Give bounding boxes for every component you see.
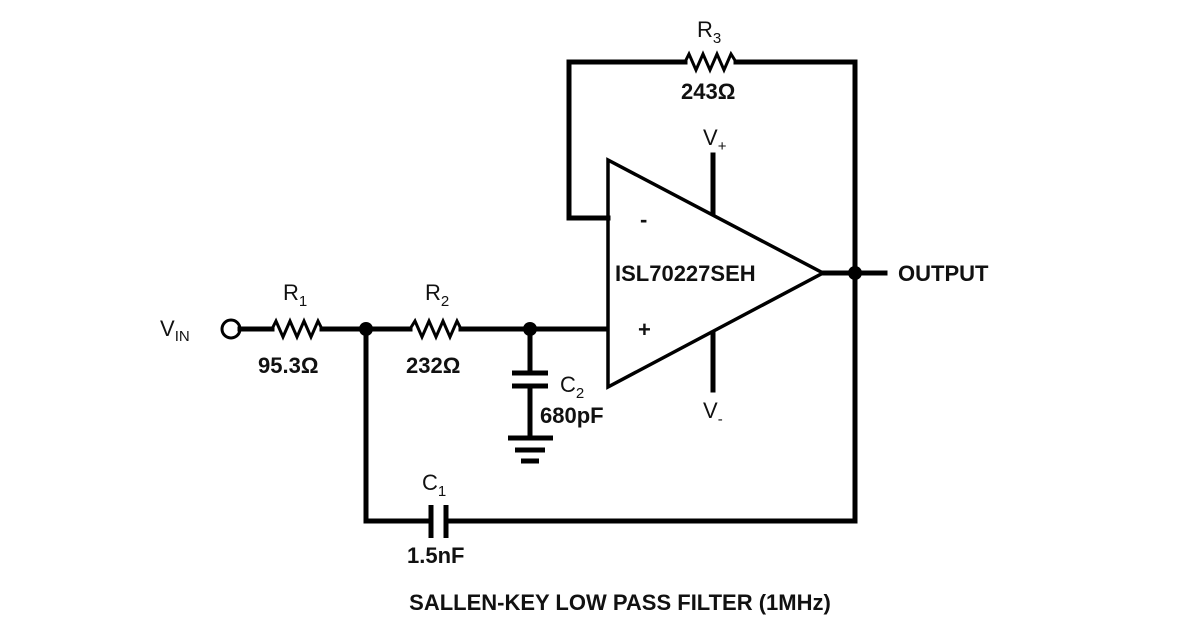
- r2-label: R2: [425, 280, 449, 310]
- resistor-r3: [683, 50, 738, 74]
- opamp-inverting-sign: -: [640, 207, 647, 232]
- resistor-r1: [270, 317, 324, 341]
- r3-label: R3: [697, 17, 721, 47]
- resistor-r2: [408, 317, 463, 341]
- opamp-body: [606, 157, 827, 390]
- junction-output: [848, 266, 862, 280]
- output-label: OUTPUT: [898, 261, 989, 286]
- ground-icon: [508, 435, 553, 464]
- r1-value: 95.3Ω: [258, 353, 318, 378]
- r1-label: R1: [283, 280, 307, 310]
- c2-value: 680pF: [540, 403, 604, 428]
- opamp-noninverting-sign: +: [638, 317, 651, 342]
- vin-terminal: [220, 318, 242, 340]
- supply-neg-label: V-: [703, 398, 723, 428]
- supply-pos-label: V+: [703, 125, 727, 155]
- r3-value: 243Ω: [681, 79, 735, 104]
- opamp-part-number: ISL70227SEH: [615, 261, 756, 286]
- r2-value: 232Ω: [406, 353, 460, 378]
- c2-label: C2: [560, 372, 584, 402]
- vin-label: VIN: [160, 316, 190, 345]
- diagram-title: SALLEN-KEY LOW PASS FILTER (1MHz): [409, 590, 831, 615]
- c1-label: C1: [422, 470, 446, 500]
- c1-value: 1.5nF: [407, 543, 464, 568]
